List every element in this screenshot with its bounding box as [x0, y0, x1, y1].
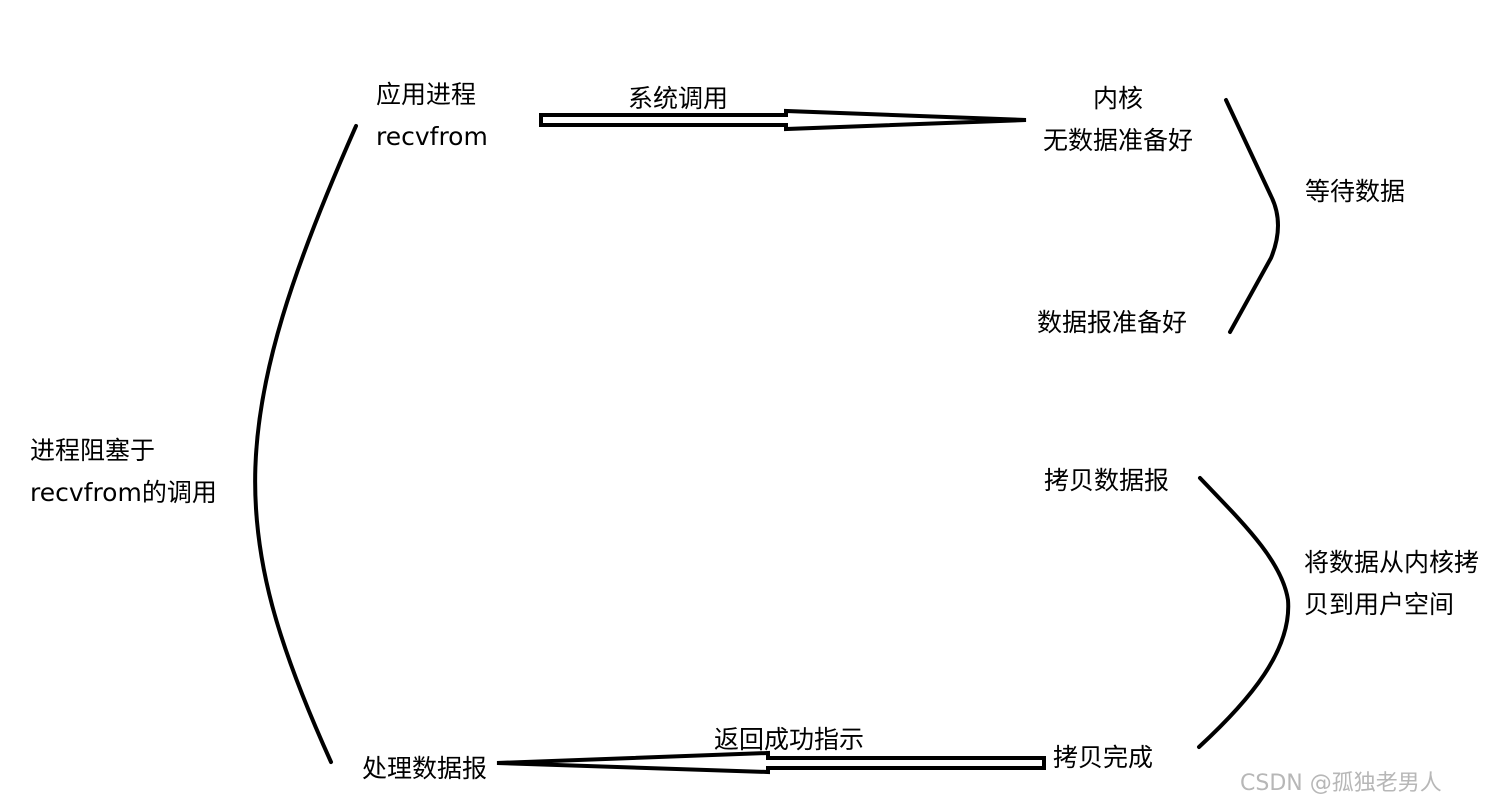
- system-call-label: 系统调用: [628, 84, 729, 113]
- watermark: CSDN @孤独老男人: [1240, 771, 1442, 796]
- copy-brace: [1197, 476, 1291, 749]
- process-datagram-label: 处理数据报: [362, 754, 488, 783]
- wait-brace: [1224, 98, 1280, 334]
- kernel-label: 内核 无数据准备好: [1042, 84, 1193, 155]
- system-call-arrow: [539, 108, 1027, 132]
- datagram-ready-label: 数据报准备好: [1037, 308, 1188, 337]
- copy-to-user-label: 将数据从内核拷 贝到用户空间: [1304, 548, 1480, 619]
- process-blocked-label: 进程阻塞于 recvfrom的调用: [30, 436, 217, 507]
- blocking-brace: [253, 124, 358, 764]
- copy-datagram-label: 拷贝数据报: [1044, 466, 1170, 495]
- app-process-label: 应用进程 recvfrom: [376, 80, 488, 151]
- wait-for-data-label: 等待数据: [1305, 177, 1406, 206]
- return-arrow: [496, 750, 1046, 775]
- copy-done-label: 拷贝完成: [1053, 743, 1154, 772]
- return-success-label: 返回成功指示: [714, 725, 865, 754]
